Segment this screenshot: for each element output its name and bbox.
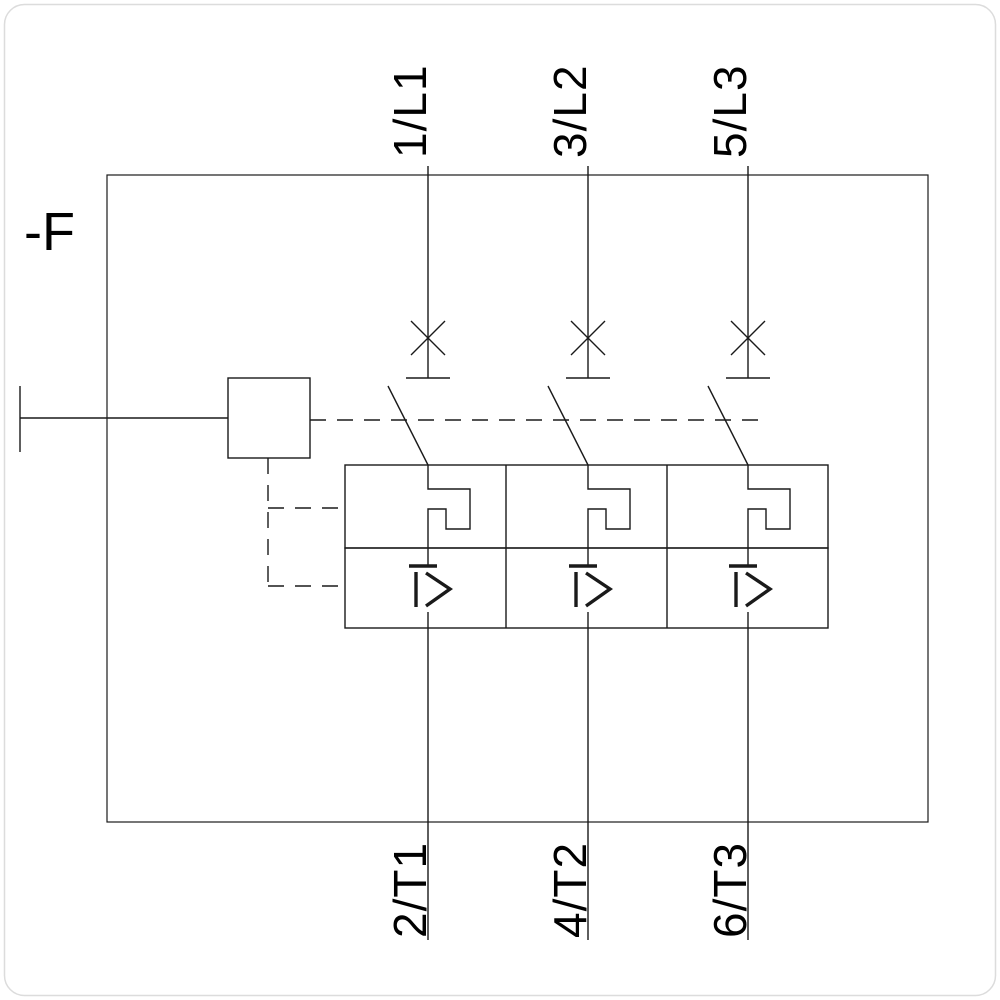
terminal-label-bottom-1: 2/T1 <box>384 842 436 938</box>
breaker-function-x-icon <box>570 320 606 356</box>
trip-unit-block <box>344 464 829 629</box>
moving-contact-blade <box>547 385 589 466</box>
terminal-label-bottom-2: 4/T2 <box>544 842 596 938</box>
manual-operator <box>19 377 311 459</box>
magnetic-trip-greater-chevron <box>745 571 774 608</box>
magnetic-trip-icon <box>569 548 614 628</box>
magnetic-trip-greater-chevron <box>425 571 454 608</box>
thermal-overload-element-icon <box>587 465 631 548</box>
magnetic-trip-icon <box>409 548 454 628</box>
terminal-label-top-2: 3/L2 <box>544 64 596 158</box>
pole-2: 3/L2 4/T2 <box>544 64 631 940</box>
mechanical-linkage <box>267 419 762 587</box>
magnetic-row-box <box>344 547 829 629</box>
terminal-label-top-1: 1/L1 <box>384 64 436 158</box>
moving-contact-blade <box>387 385 429 466</box>
device-designation-label: -F <box>24 202 75 262</box>
magnetic-trip-icon <box>729 548 774 628</box>
image-frame <box>3 3 997 997</box>
terminal-label-bottom-3: 6/T3 <box>704 842 756 938</box>
pole-3: 5/L3 6/T3 <box>704 64 791 940</box>
moving-contact-blade <box>707 385 749 466</box>
enclosure-outline <box>106 174 929 823</box>
magnetic-trip-greater-chevron <box>585 571 614 608</box>
pole-1: 1/L1 2/T1 <box>384 64 471 940</box>
thermal-row-box <box>344 464 829 549</box>
breaker-function-x-icon <box>730 320 766 356</box>
breaker-function-x-icon <box>410 320 446 356</box>
thermal-overload-element-icon <box>747 465 791 548</box>
terminal-label-top-3: 5/L3 <box>704 64 756 158</box>
thermal-overload-element-icon <box>427 465 471 548</box>
actuator-box <box>227 377 311 459</box>
